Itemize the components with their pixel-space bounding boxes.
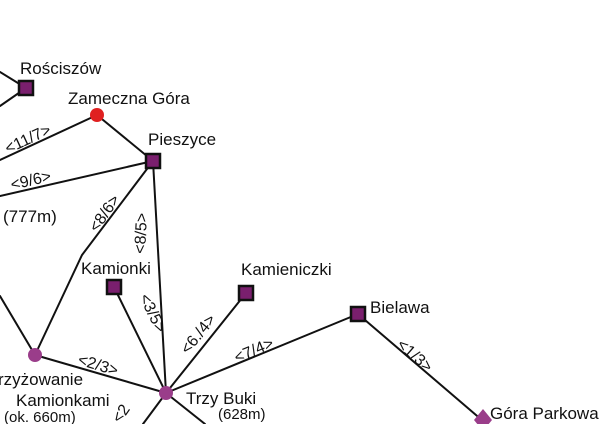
trail-pieszyce-trzy-buki — [152, 160, 167, 394]
trail-nodes — [17, 79, 492, 424]
trail-edges — [0, 71, 484, 424]
trail-kamieniczki-trzy-buki — [165, 292, 247, 394]
trail-kamionki-trzy-buki — [113, 286, 167, 394]
label-skrzyzowanie-line1: rzyżowanie — [0, 370, 83, 389]
trail-pieszyce-skrzyzowanie — [34, 160, 154, 356]
edge-label-rosciszow-left: <11/7> — [3, 122, 54, 158]
node-bielawa[interactable] — [349, 305, 367, 323]
trail-trzy-buki-lower-right — [165, 392, 206, 424]
node-skrzyzowanie[interactable] — [28, 348, 42, 362]
label-kamionki: Kamionki — [81, 259, 151, 278]
label-kamieniczki: Kamieniczki — [241, 260, 332, 279]
label-gora-parkowa: Góra Parkowa — [490, 404, 599, 423]
label-rosciszow: Rościszów — [20, 59, 102, 78]
label-skrzyzowanie-elevation: (ok. 660m) — [4, 409, 76, 424]
trail-bielawa-trzy-buki — [165, 313, 359, 394]
node-rosciszow[interactable] — [17, 79, 35, 97]
label-skrzyzowanie-line2: Kamionkami — [16, 391, 110, 410]
trail-zameczna-left — [0, 114, 98, 161]
node-trzy-buki[interactable] — [159, 386, 173, 400]
label-bielawa: Bielawa — [370, 298, 430, 317]
node-gora-parkowa[interactable] — [474, 409, 492, 424]
trail-bielawa-gora-parkowa — [357, 313, 484, 422]
node-kamieniczki[interactable] — [237, 284, 255, 302]
trail-skrzyzowanie-trzy-buki — [34, 354, 167, 394]
node-kamionki[interactable] — [105, 278, 123, 296]
edge-label-bielawa-gora-parkowa: <1/3> — [393, 336, 435, 376]
node-labels: Rościszów Zameczna Góra Pieszyce Kamionk… — [0, 59, 599, 424]
edge-label-pieszyce-left: <9/6> — [9, 168, 53, 194]
label-trzy-buki: Trzy Buki — [186, 389, 256, 408]
node-pieszyce[interactable] — [144, 152, 162, 170]
edge-label-trzy-buki-lower: <2 — [109, 402, 133, 424]
label-trzy-buki-elevation: (628m) — [218, 406, 266, 423]
trail-skrzyzowanie-left — [0, 295, 36, 356]
label-pieszyce: Pieszyce — [148, 130, 216, 149]
trail-pieszyce-left — [0, 160, 154, 197]
edge-label-pieszyce-trzy-buki: <8/5> — [132, 212, 151, 254]
edge-label-pieszyce-skrzyzowanie: <8/6> — [86, 192, 123, 235]
trail-zameczna-pieszyce — [96, 114, 154, 162]
node-zameczna-gora[interactable] — [90, 108, 104, 122]
label-offscreen-elevation: (777m) — [3, 207, 57, 226]
edge-label-kamionki-trzy-buki: <3/5> — [135, 291, 168, 335]
label-zameczna-gora: Zameczna Góra — [68, 89, 190, 108]
edge-label-bielawa-trzy-buki: <7/4> — [232, 335, 276, 367]
